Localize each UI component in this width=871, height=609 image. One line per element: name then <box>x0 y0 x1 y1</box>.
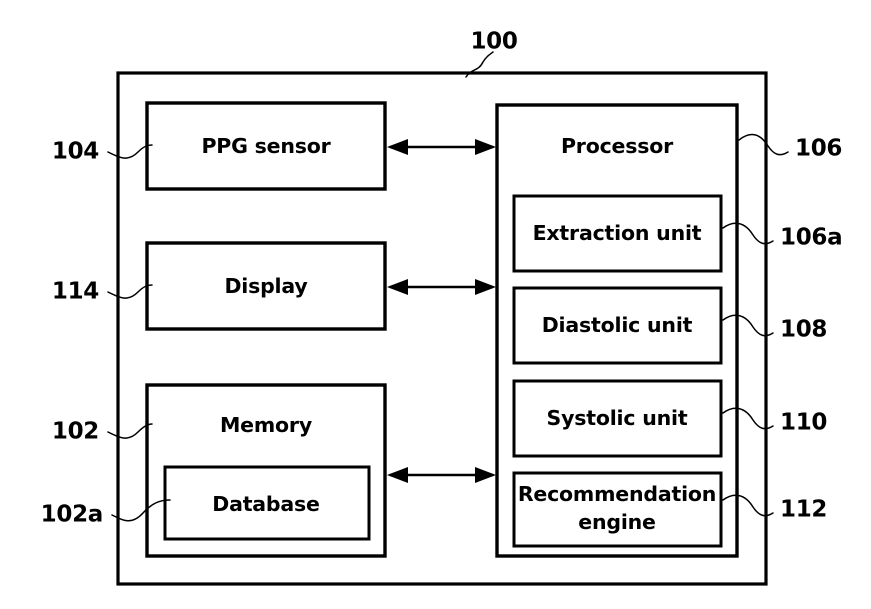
recommendation-engine-label-line1: Recommendation <box>518 482 716 506</box>
diastolic-unit-label: Diastolic unit <box>542 313 693 337</box>
block-extraction-unit[interactable]: Extraction unit <box>512 194 723 273</box>
ref-106a: 106a <box>780 225 842 251</box>
block-display[interactable]: Display <box>145 241 387 331</box>
ref-104: 104 <box>52 139 99 165</box>
ref-106: 106 <box>795 136 842 162</box>
arrow-head-right-2 <box>475 279 496 295</box>
extraction-unit-box <box>512 194 723 273</box>
leader-line-106 <box>738 133 789 156</box>
database-box <box>163 465 371 541</box>
leader-line-108 <box>722 314 774 337</box>
ref-108: 108 <box>780 317 827 343</box>
connector-display-processor <box>387 279 496 295</box>
recommendation-engine-box <box>512 471 723 548</box>
ref-112: 112 <box>780 497 827 523</box>
connector-memory-processor <box>387 467 496 483</box>
ref-102a: 102a <box>41 502 103 528</box>
leader-line-112 <box>722 494 774 517</box>
database-label: Database <box>212 492 320 516</box>
leader-line-106a <box>722 222 774 245</box>
system-frame-100 <box>116 71 768 586</box>
display-label: Display <box>224 274 307 298</box>
ref-102: 102 <box>52 419 99 445</box>
display-box <box>145 241 387 331</box>
leader-line-114 <box>107 284 153 299</box>
ref-100: 100 <box>470 29 517 55</box>
block-systolic-unit[interactable]: Systolic unit <box>512 379 723 458</box>
leader-line-104 <box>107 144 153 159</box>
recommendation-engine-label-line2: engine <box>578 510 656 534</box>
diastolic-unit-box <box>512 286 723 365</box>
arrow-head-left-2 <box>387 279 408 295</box>
block-diastolic-unit[interactable]: Diastolic unit <box>512 286 723 365</box>
leader-line-102a <box>111 499 171 522</box>
arrow-head-right-3 <box>475 467 496 483</box>
arrow-head-right-1 <box>475 139 496 155</box>
systolic-unit-box <box>512 379 723 458</box>
block-ppg-sensor[interactable]: PPG sensor <box>145 101 387 191</box>
systolic-unit-label: Systolic unit <box>547 406 688 430</box>
ppg-sensor-label: PPG sensor <box>201 134 331 158</box>
leader-line-102 <box>107 423 153 439</box>
connector-ppg-sensor-processor <box>387 139 496 155</box>
ref-114: 114 <box>52 279 99 305</box>
memory-label: Memory <box>220 413 312 437</box>
ref-110: 110 <box>780 410 827 436</box>
block-recommendation-engine[interactable]: Recommendation engine <box>512 471 723 548</box>
leader-line-100 <box>465 51 494 78</box>
processor-label: Processor <box>561 134 674 158</box>
arrow-head-left-3 <box>387 467 408 483</box>
block-database[interactable]: Database <box>163 465 371 541</box>
extraction-unit-label: Extraction unit <box>533 221 702 245</box>
arrow-head-left-1 <box>387 139 408 155</box>
leader-line-110 <box>722 407 774 430</box>
